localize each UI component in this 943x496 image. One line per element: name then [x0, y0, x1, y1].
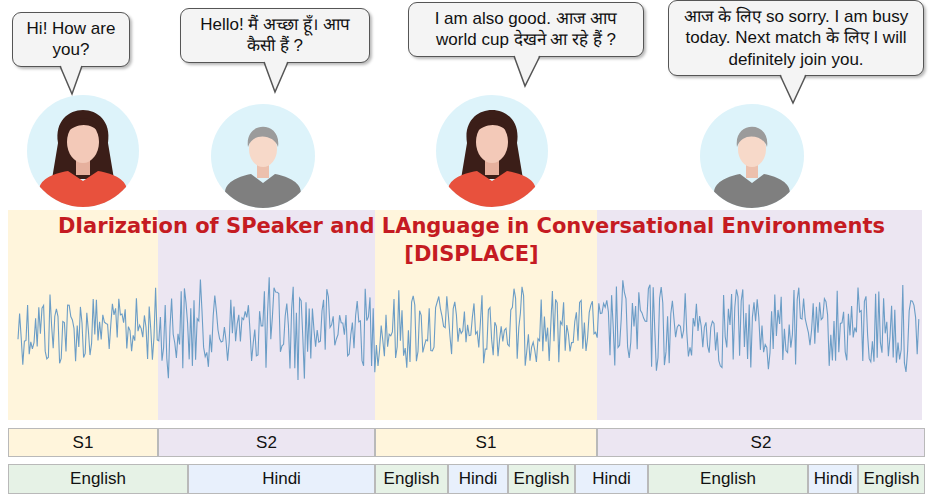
- bubble-tail: [12, 66, 130, 106]
- speaker-box: S2: [158, 428, 375, 457]
- bubble-text: Hello! मैं अच्छा हूँ। आप कैसी हैं ?: [189, 14, 361, 57]
- bubble-text: Hi! How are you?: [21, 18, 121, 61]
- language-label: English: [384, 469, 440, 489]
- language-box: English: [858, 464, 925, 494]
- bubble-tail: [408, 56, 644, 96]
- speaker-box: S1: [8, 428, 158, 457]
- bubble-tail: [180, 62, 370, 102]
- language-label: Hindi: [592, 469, 631, 489]
- speech-bubble: Hi! How are you?: [12, 12, 130, 67]
- speaker-label: S2: [751, 433, 772, 453]
- speaker-box: S1: [375, 428, 597, 457]
- speech-bubble: Hello! मैं अच्छा हूँ। आप कैसी हैं ?: [180, 8, 370, 63]
- segment-band: [597, 210, 922, 420]
- bubble-text: I am also good. आज आप world cup देखने आ …: [417, 8, 635, 51]
- language-box: English: [8, 464, 188, 494]
- speaker-label: S1: [73, 433, 94, 453]
- language-box: Hindi: [188, 464, 375, 494]
- language-label: English: [514, 469, 570, 489]
- language-label: English: [864, 469, 920, 489]
- avatar-icon: [436, 95, 548, 211]
- waveform: [18, 277, 919, 380]
- language-label: Hindi: [814, 469, 853, 489]
- language-box: English: [648, 464, 808, 494]
- language-box: Hindi: [808, 464, 858, 494]
- bubble-text: आज के लिए so sorry. I am busy today. Nex…: [677, 6, 915, 70]
- speech-bubble: आज के लिए so sorry. I am busy today. Nex…: [668, 0, 924, 76]
- avatar-icon: [700, 104, 804, 212]
- language-label: English: [700, 469, 756, 489]
- language-box: Hindi: [448, 464, 508, 494]
- bubble-tail: [668, 75, 924, 115]
- speech-bubble: I am also good. आज आप world cup देखने आ …: [408, 2, 644, 57]
- language-label: Hindi: [459, 469, 498, 489]
- speaker-label: S2: [256, 433, 277, 453]
- language-label: English: [70, 469, 126, 489]
- language-box: English: [375, 464, 448, 494]
- speaker-box: S2: [597, 428, 925, 457]
- avatar-icon: [27, 95, 139, 211]
- diagram-title: DIarization of SPeaker and LAnguage in C…: [50, 212, 893, 268]
- language-box: Hindi: [575, 464, 648, 494]
- speaker-label: S1: [476, 433, 497, 453]
- avatar-icon: [211, 104, 315, 212]
- language-box: English: [508, 464, 575, 494]
- language-label: Hindi: [262, 469, 301, 489]
